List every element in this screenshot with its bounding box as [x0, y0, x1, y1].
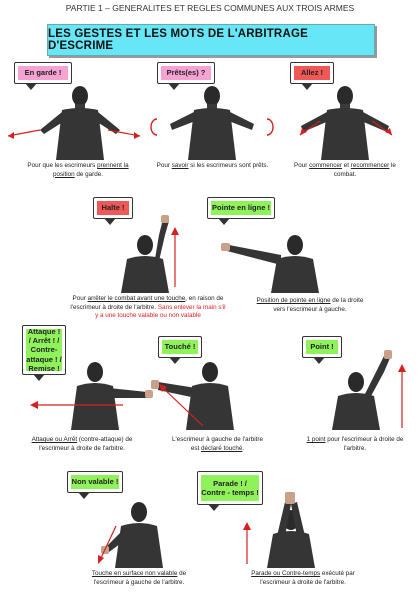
tag-non-valable-bubble: Non valable ! [67, 471, 123, 499]
tag-prets-bubble: Prêts(es) ? [157, 62, 215, 90]
page-header: PARTIE 1 – GENERALITES ET REGLES COMMUNE… [65, 3, 355, 13]
tag-point-bubble: Point ! [302, 336, 342, 364]
referee-attaque-figure [71, 362, 153, 430]
tag-attaque-bubble: Attaque ! / Arrêt ! / Contre-attaque ! /… [22, 325, 66, 381]
arrow-non-valable [98, 525, 117, 564]
caption-pointe-en-ligne: Position de pointe en ligne de la droite… [256, 297, 364, 313]
referee-pointe-figure [221, 235, 319, 293]
arrows-en-garde [7, 129, 141, 139]
caption-allez: Pour commencer et recommencer le combat. [294, 162, 396, 178]
tag-prets: Prêts(es) ? [161, 66, 211, 80]
referee-touche-figure [151, 362, 234, 430]
arrow-attaque [30, 401, 123, 409]
arrow-parade [243, 522, 251, 564]
arrow-halte [171, 227, 179, 287]
tag-pointe-bubble: Pointe en ligne ! [207, 197, 275, 225]
tag-touche: Touché ! [162, 340, 198, 354]
tag-touche-bubble: Touché ! [158, 336, 202, 364]
caption-touche: L'escrimeur à gauche de l'arbitre est dé… [172, 436, 263, 452]
tag-non-valable: Non valable ! [71, 475, 119, 489]
tag-parade-bubble: Parade ! / Contre - temps ! [197, 471, 263, 511]
caption-parade: Parade ou Contre-temps exécuté par l'esc… [251, 570, 355, 586]
tag-attaque: Attaque ! / Arrêt ! / Contre-attaque ! /… [26, 326, 62, 374]
tag-point: Point ! [306, 340, 338, 354]
caption-non-valable: Touche en surface non valable de l'escri… [91, 570, 187, 586]
arrow-point [398, 364, 406, 428]
caption-prets: Pour savoir si les escrimeurs sont prêts… [156, 162, 269, 169]
arrow-touche [159, 384, 204, 427]
tag-en-garde: En garde ! [18, 66, 68, 80]
page-title-banner: LES GESTES ET LES MOTS DE L'ARBITRAGE D'… [47, 24, 375, 56]
referee-en-garde-figure [40, 86, 120, 160]
tag-allez-bubble: Allez ! [290, 62, 334, 90]
caption-halte: Pour arrêter le combat avant une touche,… [70, 295, 226, 319]
caption-en-garde: Pour que les escrimeurs prennent la posi… [27, 162, 129, 178]
tag-pointe-en-ligne: Pointe en ligne ! [211, 201, 271, 215]
referee-parade-figure [267, 492, 315, 568]
arrows-prets [150, 118, 274, 136]
arrows-allez [299, 120, 393, 136]
caption-point: 1 point pour l'escrimeur à droite de l'a… [306, 436, 404, 452]
referee-halte-figure [121, 215, 169, 293]
referee-point-figure [332, 350, 392, 430]
tag-en-garde-bubble: En garde ! [14, 62, 72, 90]
tag-parade: Parade ! / Contre - temps ! [201, 475, 259, 501]
referee-prets-figure [170, 86, 254, 160]
tag-halte-bubble: Halte ! [93, 197, 133, 225]
caption-attaque: Attaque ou Arrêt (contre-attaque) de l'e… [31, 436, 133, 452]
tag-allez: Allez ! [294, 66, 330, 80]
tag-halte: Halte ! [97, 201, 129, 215]
